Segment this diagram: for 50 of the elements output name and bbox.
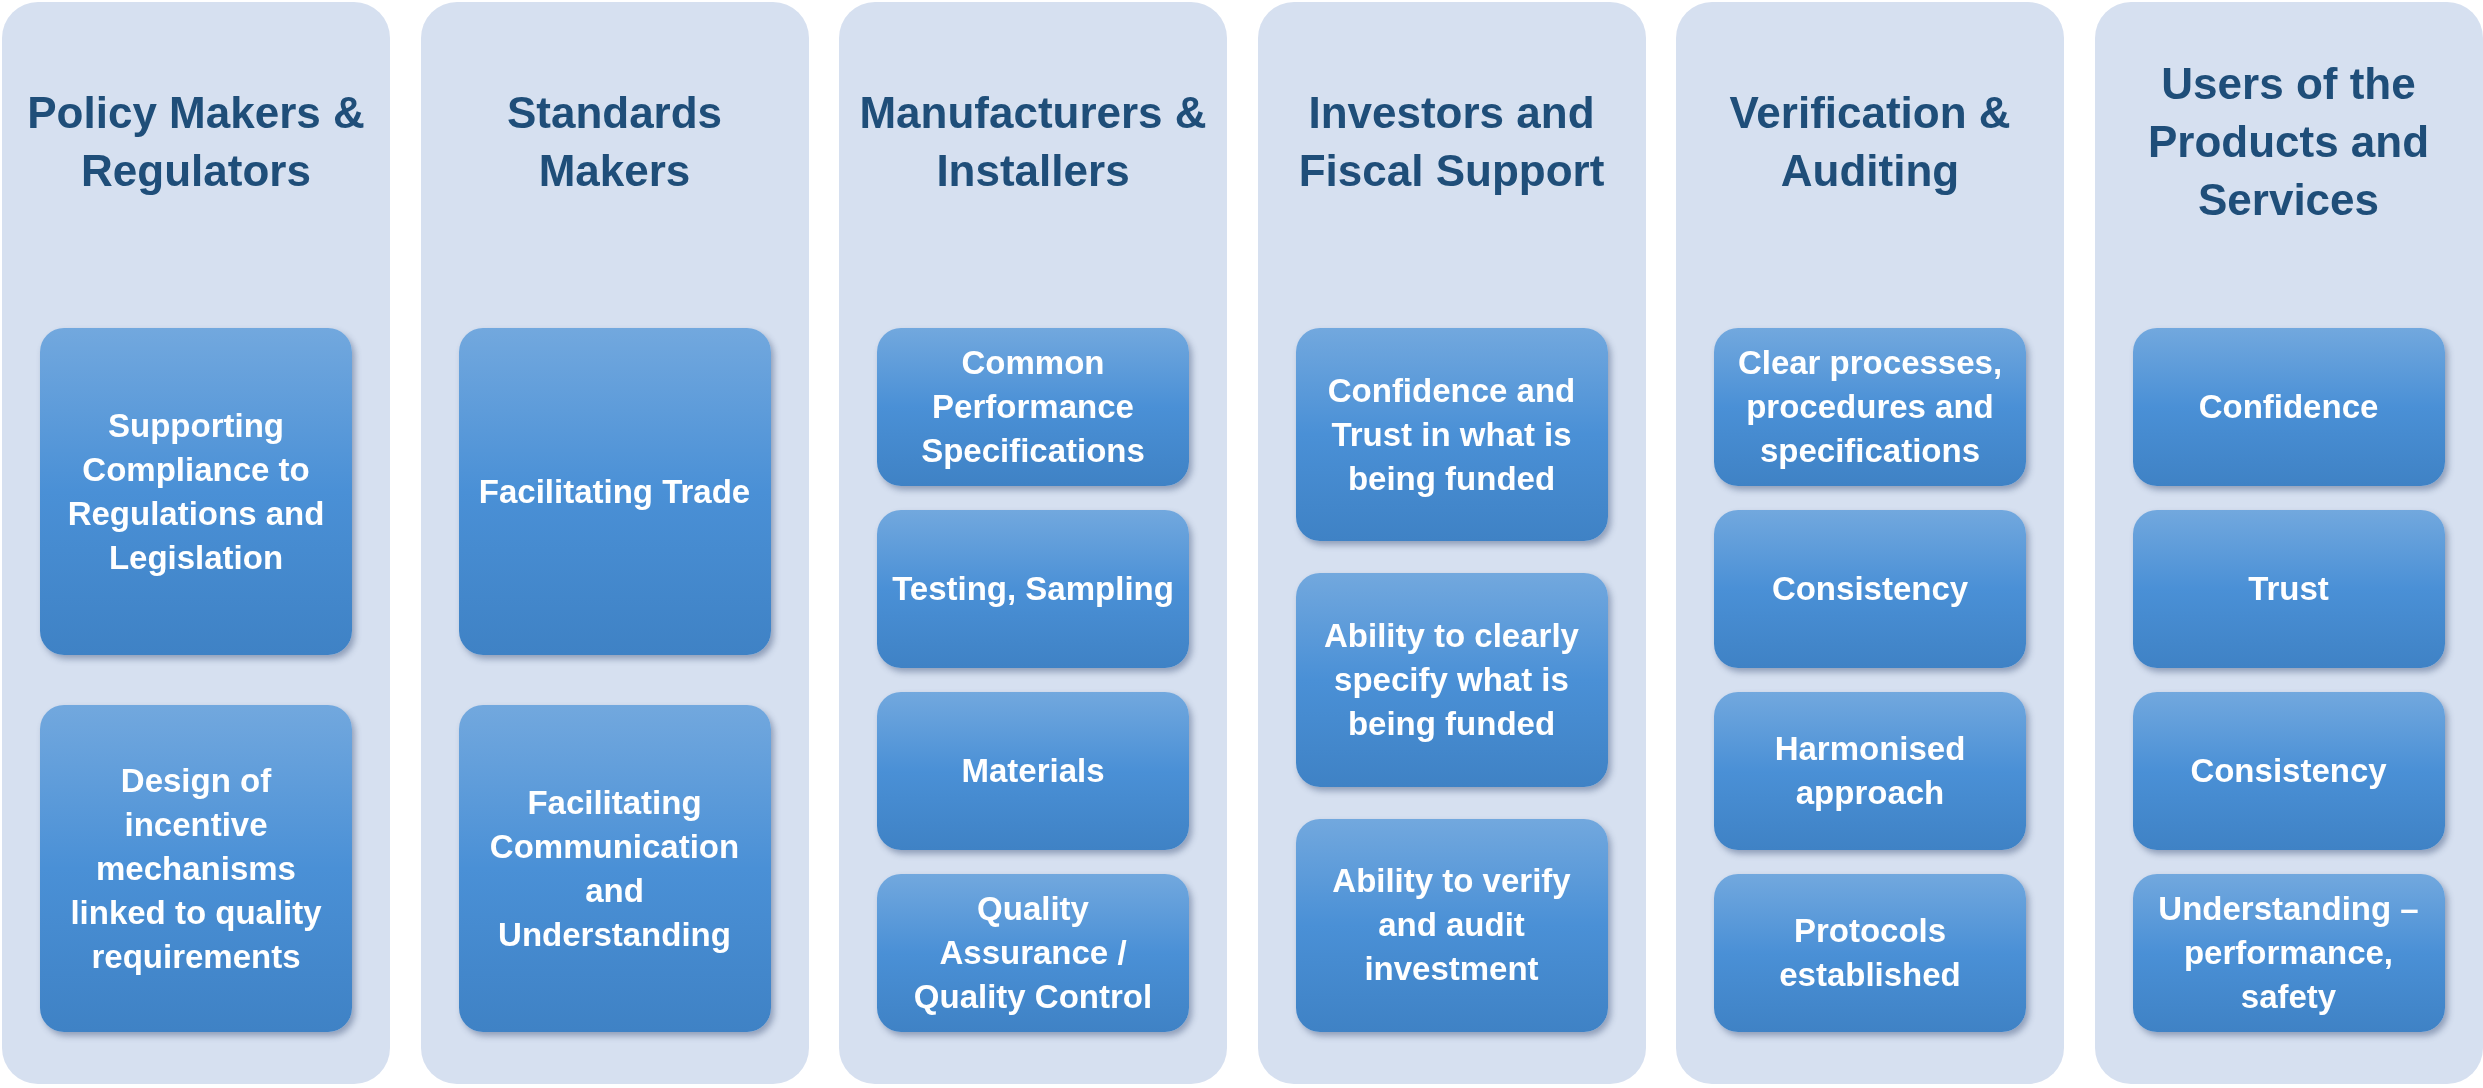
item-text: Ability to verify and audit investment xyxy=(1331,861,1572,990)
item-text: Protocols established xyxy=(1778,911,1962,995)
item-box xyxy=(458,328,771,655)
column-heading: Users of the Products and Services xyxy=(2146,58,2431,226)
item-box xyxy=(1714,328,2026,486)
item-text: Confidence xyxy=(2198,387,2379,427)
column-heading: Standards Makers xyxy=(505,87,724,197)
item-text: Facilitating Trade xyxy=(478,471,751,512)
column-panel xyxy=(2094,2,2483,1084)
item-text: Ability to clearly specify what is being funded xyxy=(1323,616,1580,744)
column-panel xyxy=(839,2,1227,1084)
item-text: Clear processes, procedures and specifications xyxy=(1736,343,2004,471)
item-box xyxy=(877,692,1189,850)
item-box xyxy=(458,705,771,1032)
item-box xyxy=(877,510,1189,668)
column-heading: Verification & Auditing xyxy=(1728,87,2012,197)
item-text: Materials xyxy=(961,751,1105,791)
item-box xyxy=(1714,510,2026,668)
item-box xyxy=(40,705,352,1032)
column-panel xyxy=(1257,2,1646,1084)
item-box xyxy=(1295,573,1608,787)
column-heading: Investors and Fiscal Support xyxy=(1297,87,1606,197)
item-text: Quality Assurance / Quality Control xyxy=(912,889,1154,1017)
item-text: Confidence and Trust in what is being funded xyxy=(1326,370,1577,499)
item-box xyxy=(2132,692,2445,850)
item-text: Supporting Compliance to Regulations and Legislation xyxy=(66,405,326,578)
item-box xyxy=(1295,818,1608,1032)
column-heading: Manufacturers & Installers xyxy=(858,87,1208,197)
item-box xyxy=(2132,874,2445,1032)
item-text: Consistency xyxy=(2190,751,2387,791)
item-text: Facilitating Communication and Understanding xyxy=(488,782,741,955)
item-text: Testing, Sampling xyxy=(892,569,1174,609)
column-heading: Policy Makers & Regulators xyxy=(26,87,366,197)
item-box xyxy=(2132,328,2445,486)
column-panel xyxy=(1676,2,2064,1084)
item-box xyxy=(1714,692,2026,850)
column-panel xyxy=(420,2,809,1084)
column-panel xyxy=(2,2,390,1084)
item-text: Trust xyxy=(2248,569,2329,609)
item-text: Consistency xyxy=(1771,569,1969,609)
item-box xyxy=(877,874,1189,1032)
item-box xyxy=(40,328,352,655)
item-text: Design of incentive mechanisms linked to quality requirements xyxy=(69,760,323,977)
item-box xyxy=(2132,510,2445,668)
item-box xyxy=(1714,874,2026,1032)
item-box xyxy=(877,328,1189,486)
item-text: Understanding – performance, safety xyxy=(2157,889,2420,1017)
item-text: Common Performance Specifications xyxy=(920,343,1146,471)
item-box xyxy=(1295,328,1608,542)
item-text: Harmonised approach xyxy=(1773,729,1967,813)
